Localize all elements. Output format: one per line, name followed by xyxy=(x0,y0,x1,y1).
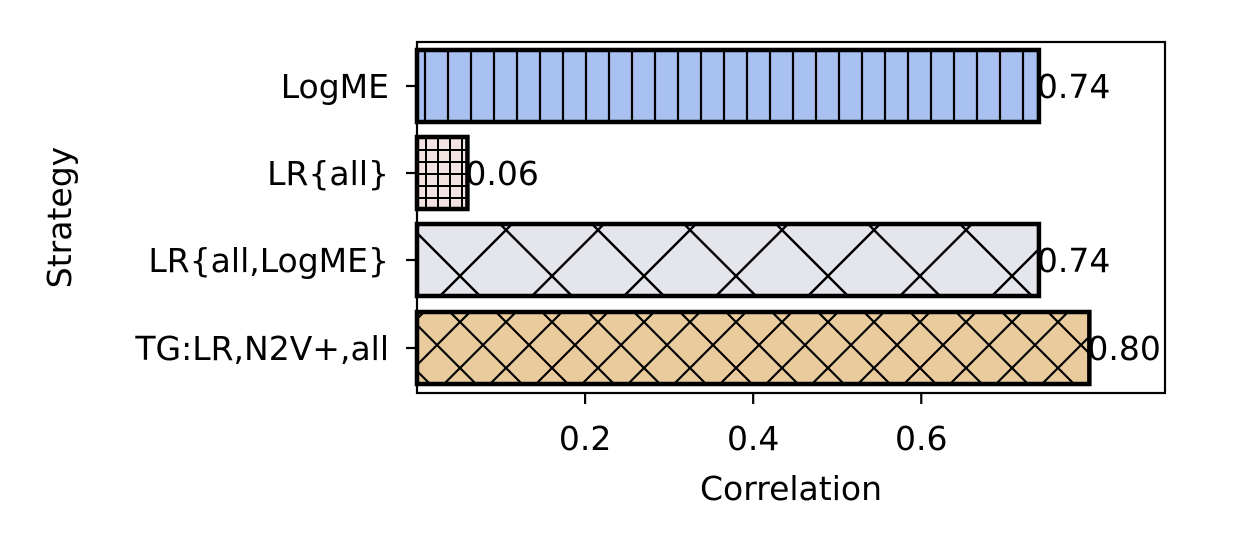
bar-hatch-logme xyxy=(414,47,1042,125)
data-labels-layer: 0.74 0.06 0.74 0.80 xyxy=(465,67,1160,368)
x-tick-label-0-6: 0.6 xyxy=(895,419,947,458)
y-axis: LogME LR{all} LR{all,LogME} TG:LR,N2V+,all xyxy=(134,67,417,368)
y-axis-title: Strategy xyxy=(40,147,79,288)
data-label-lr-all: 0.06 xyxy=(465,154,538,193)
y-tick-label-lr-all-logme: LR{all,LogME} xyxy=(148,241,389,280)
bars-layer xyxy=(414,47,1092,387)
x-tick-label-0-4: 0.4 xyxy=(727,419,779,458)
data-label-logme: 0.74 xyxy=(1037,67,1110,106)
plot-area-frame xyxy=(415,40,1167,395)
bar-hatch-lr-all xyxy=(414,134,470,212)
x-axis: 0.2 0.4 0.6 xyxy=(559,393,948,458)
x-tick-label-0-2: 0.2 xyxy=(559,419,611,458)
data-label-tg-lr-n2v-all: 0.80 xyxy=(1087,329,1160,368)
y-tick-label-lr-all: LR{all} xyxy=(267,154,389,193)
y-tick-label-logme: LogME xyxy=(281,67,389,106)
data-label-lr-all-logme: 0.74 xyxy=(1037,241,1110,280)
bar-hatch-tg-lr-n2v-all xyxy=(414,309,1092,387)
y-tick-label-tg-lr-n2v-all: TG:LR,N2V+,all xyxy=(134,329,389,368)
x-axis-title: Correlation xyxy=(700,469,882,508)
bar-hatch-lr-all-logme xyxy=(414,221,1042,299)
